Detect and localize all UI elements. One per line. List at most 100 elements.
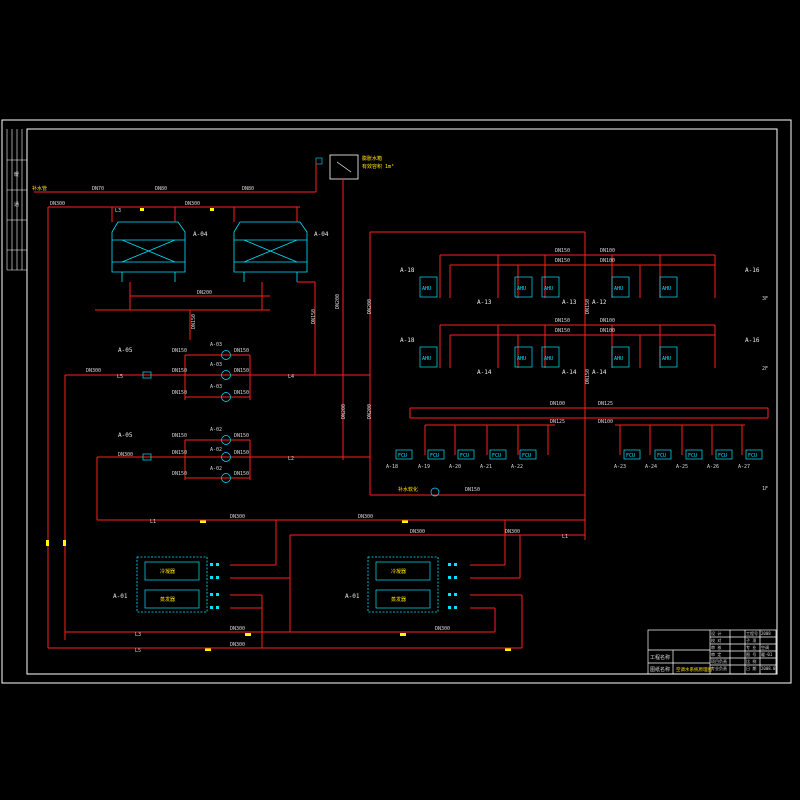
pump-group-tag: A-05 [118,347,133,354]
title-cell: 设 计 [711,630,721,636]
pump-tag: A-03 [210,362,222,368]
title-drawing-label: 图纸名称 [650,666,670,673]
line-code: L3 [135,632,141,638]
riser-dn: DN150 [585,369,591,384]
pump-tag: A-02 [210,447,222,453]
floor-dn: DN150 [555,328,570,334]
ahu-tag: A-18 [400,267,415,274]
pump-icon [221,435,231,445]
floor-dn: DN100 [598,419,613,425]
fcu-tag: A-25 [676,464,688,470]
tower-pipes [95,207,316,375]
chiller [136,556,208,613]
top-pipes [34,162,344,570]
title-cell: 日 期 [746,665,756,671]
main-pipe-dn: DN300 [358,514,373,520]
main-pipes [47,519,585,649]
filter-icon [142,371,152,379]
title-cell: 审 核 [711,644,721,650]
line-code: L5 [135,648,141,654]
main-pipe-dn: DN300 [230,514,245,520]
pump-icon [221,473,231,483]
floor-dn: DN100 [600,258,615,264]
fcu-tag: A-19 [418,464,430,470]
line-code: L4 [288,374,294,380]
ahu-unit [419,346,438,368]
ahu-name: AHU [662,356,671,362]
cooling-tower [233,221,308,282]
pump-group-tag: A-05 [118,432,133,439]
chiller-evaporator: 蒸发器 [391,596,406,603]
line-code: L1 [150,519,156,525]
main-pipe-dn: DN300 [410,529,425,535]
ahu-unit [659,276,678,298]
ahu-name: AHU [422,286,431,292]
main-pipe-dn: DN300 [230,626,245,632]
pump-dn: DN150 [172,390,187,396]
title-cell: 专 业 [746,644,756,650]
riser-dn: DN200 [341,404,347,419]
main-pipe-dn: DN300 [505,529,520,535]
pump-dn: DN150 [172,348,187,354]
pump-dn: DN150 [172,471,187,477]
pump-group-pipes [64,354,370,640]
pump-dn: DN150 [172,450,187,456]
main-pipe-dn: DN300 [435,626,450,632]
ahu-name: AHU [422,356,431,362]
floor-dn: DN150 [555,318,570,324]
pipe-label: DN300 [185,201,200,207]
fcu-tag: A-20 [449,464,461,470]
tower-line-code: L3 [115,208,121,214]
tower-dn: DN200 [197,290,212,296]
floor-level: 3F [762,296,768,302]
ahu-unit [611,276,630,298]
pipe-label: DN80 [155,186,167,192]
title-cell: 子 项 [746,637,756,643]
pump-dn: DN150 [234,348,249,354]
pump-tag: A-03 [210,342,222,348]
side-strip [6,129,27,271]
ahu-unit [541,276,560,298]
fcu-name: FCU [748,453,757,459]
fcu-tag: A-18 [386,464,398,470]
tower-tag: A-04 [314,231,329,238]
ahu-pipes [369,231,769,540]
tower-tag: A-04 [193,231,208,238]
tower-dn: DN150 [191,314,197,329]
fcu-name: FCU [626,453,635,459]
fcu-name: FCU [398,453,407,459]
makeup-note: 补水管 [32,185,47,192]
riser-dn: DN150 [585,299,591,314]
ahu-tag: A-13 [477,299,492,306]
valve-icon [46,208,511,651]
fcu-tag: A-24 [645,464,657,470]
pump-icon [430,487,440,497]
fcu-name: FCU [688,453,697,459]
pump-icon [221,392,231,402]
riser-dn: DN200 [367,299,373,314]
ahu-tag: A-14 [592,369,607,376]
ahu-unit [659,346,678,368]
pump-dn: DN150 [234,433,249,439]
ahu-tag: A-18 [400,337,415,344]
fcu-name: FCU [460,453,469,459]
ahu-tag: A-16 [745,267,760,274]
ahu-name: AHU [662,286,671,292]
fcu-units [395,449,763,460]
ahu-tag: A-14 [477,369,492,376]
floor-dn: DN125 [550,419,565,425]
expansion-tank [315,154,359,180]
floor-dn: DN100 [600,328,615,334]
fcu-name: FCU [718,453,727,459]
pump-tag: A-02 [210,427,222,433]
ahu-name: AHU [614,356,623,362]
ahu-name: AHU [544,356,553,362]
chiller-condenser: 冷凝器 [391,568,406,575]
side-strip-char: 暖 [14,171,19,178]
pipe-label: DN80 [242,186,254,192]
title-cell: 暖-01 [761,651,773,657]
ahu-unit [514,346,533,368]
pump-tag: A-03 [210,384,222,390]
